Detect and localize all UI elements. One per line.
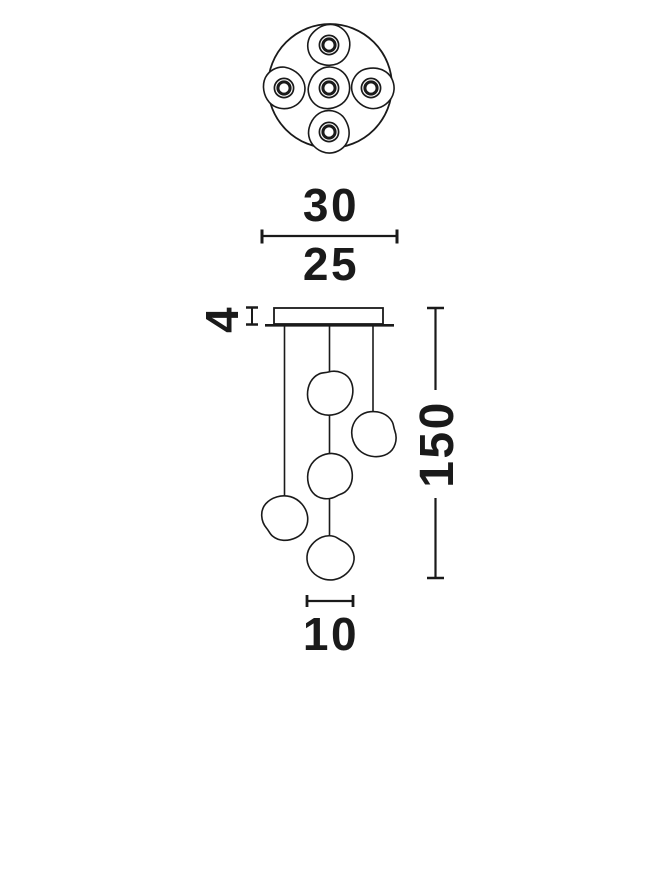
lamp-shade-side-5 xyxy=(306,535,355,581)
lamp-shade-side-2 xyxy=(350,410,397,458)
shade-outline xyxy=(306,535,355,581)
top-view xyxy=(262,23,395,154)
shade-outline xyxy=(306,452,354,500)
socket-ring-outer xyxy=(318,34,340,56)
canopy-height-label: 4 xyxy=(196,305,248,333)
suspension-length-dimension: 150 xyxy=(411,306,464,580)
shade-outline xyxy=(350,410,397,458)
overall-width-label: 30 xyxy=(303,179,359,231)
lamp-shade-side-4 xyxy=(260,495,309,542)
lamp-socket-top-center xyxy=(318,77,340,99)
socket-ring-inner xyxy=(276,80,292,96)
shade-outline xyxy=(306,23,351,67)
shade-width-label: 10 xyxy=(303,608,359,660)
socket-ring-outer xyxy=(318,77,340,99)
shade-width-dimension: 10 xyxy=(303,595,359,660)
socket-ring-outer xyxy=(360,77,382,99)
lamp-shade-top-lower xyxy=(307,109,350,154)
lamp-socket-top-right xyxy=(360,77,382,99)
shade-outline xyxy=(307,109,350,154)
lamp-shade-side-3 xyxy=(306,452,354,500)
socket-ring-outer xyxy=(273,77,295,99)
socket-ring-inner xyxy=(321,37,337,53)
lamp-socket-top-upper xyxy=(318,34,340,56)
lamp-shade-side-1 xyxy=(306,370,354,416)
suspension-length-label: 150 xyxy=(411,400,464,488)
shade-outline xyxy=(260,495,309,542)
lamp-socket-top-left xyxy=(273,77,295,99)
side-view xyxy=(260,307,397,581)
canopy-width-label: 25 xyxy=(303,238,359,290)
canopy-box-side-view xyxy=(273,307,384,325)
socket-ring-inner xyxy=(363,80,379,96)
shade-outline xyxy=(350,67,395,110)
socket-ring-outer xyxy=(318,121,340,143)
shade-outline xyxy=(262,66,306,110)
width-dimension: 30 25 xyxy=(260,179,399,290)
socket-ring-inner xyxy=(321,80,337,96)
shade-outline xyxy=(307,66,351,110)
lamp-socket-top-lower xyxy=(318,121,340,143)
socket-ring-inner xyxy=(321,124,337,140)
lamp-shade-top-right xyxy=(350,67,395,110)
canopy-height-dimension: 4 xyxy=(196,305,258,333)
lamp-shade-top-center xyxy=(307,66,351,110)
lamp-shade-top-upper xyxy=(306,23,351,67)
shade-outline xyxy=(306,370,354,416)
lamp-shade-top-left xyxy=(262,66,306,110)
